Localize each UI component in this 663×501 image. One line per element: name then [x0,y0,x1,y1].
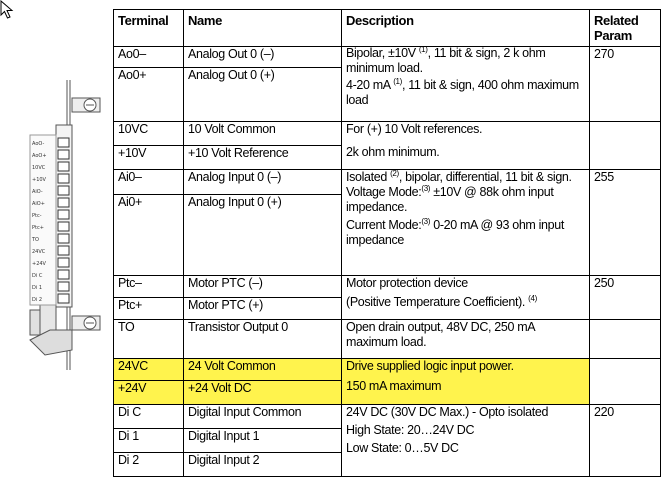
table-row: +24V +24 Volt DC [113,380,661,405]
param-cell: 220 [589,404,661,477]
description-cell: Open drain output, 48V DC, 250 mA maximu… [341,319,590,359]
terminal-cell: Di 1 [113,428,184,453]
header-description: Description [341,9,590,47]
terminal-pin-label: 24VC [32,249,46,255]
table-row: Ptc+ Motor PTC (+) [113,297,661,320]
terminal-cell: Ptc+ [113,297,184,320]
terminal-pin-label: Di C [32,273,43,279]
header-name: Name [183,9,342,47]
param-cell [589,319,661,359]
terminal-pin [57,293,70,304]
terminal-cell: Ai0– [113,169,184,195]
terminal-pin-label: TO [31,237,39,243]
terminal-pin-label: Ptc+ [32,225,44,231]
description-cell: Isolated (2), bipolar, differential, 11 … [341,169,590,276]
name-cell: Digital Input 2 [183,452,342,477]
description-cell: 24V DC (30V DC Max.) - Opto isolated Hig… [341,404,590,477]
param-cell: 255 [589,169,661,276]
terminal-pin [57,281,70,292]
terminal-pin-label: AiO+ [32,201,45,207]
description-cell: Drive supplied logic input power. 150 mA… [341,358,590,405]
name-cell: 24 Volt Common [183,358,342,381]
name-cell: 10 Volt Common [183,121,342,146]
table-row: Di C Digital Input Common 24V DC (30V DC… [113,404,661,477]
header-terminal: Terminal [113,9,184,47]
terminal-cell: Ao0+ [113,67,184,122]
name-cell: Motor PTC (–) [183,275,342,298]
terminal-cell: Ai0+ [113,194,184,276]
terminal-specification-table: Terminal Name Description Related Param … [113,9,661,477]
terminal-cell: +24V [113,380,184,405]
terminal-cell: 24VC [113,358,184,381]
terminal-cell: Ao0– [113,46,184,68]
terminal-cell: TO [113,319,184,359]
terminal-pin [57,197,70,208]
terminal-pin [57,185,70,196]
terminal-pin-label: AoO+ [32,153,47,159]
name-cell: Analog Out 0 (+) [183,67,342,122]
name-cell: +24 Volt DC [183,380,342,405]
terminal-cell: Di 2 [113,452,184,477]
name-cell: Transistor Output 0 [183,319,342,359]
name-cell: Digital Input 1 [183,428,342,453]
terminal-pin [57,233,70,244]
param-cell: 250 [589,275,661,320]
description-cell: For (+) 10 Volt references. 2k ohm minim… [341,121,590,170]
mouse-pointer-icon [0,0,14,19]
terminal-pin-label: +24V [32,261,47,267]
name-cell: Analog Input 0 (+) [183,194,342,276]
param-cell [589,121,661,170]
terminal-pin-label: Di 2 [32,297,42,303]
table-row: 10VC 10 Volt Common For (+) 10 Volt refe… [113,121,661,170]
description-cell: Bipolar, ±10V (1), 11 bit & sign, 2 k oh… [341,46,590,122]
terminal-pin [57,137,70,148]
description-cell: Motor protection device (Positive Temper… [341,275,590,320]
terminal-pin [57,257,70,268]
param-cell: 270 [589,46,661,122]
name-cell: Motor PTC (+) [183,297,342,320]
terminal-pin [57,161,70,172]
terminal-pin [57,209,70,220]
table-header-row: Terminal Name Description Related Param [113,9,661,47]
table-row: Ai0– Analog Input 0 (–) Isolated (2), bi… [113,169,661,276]
header-related-param: Related Param [589,9,661,47]
terminal-pin-label: AiO- [32,189,43,195]
name-cell: Analog Out 0 (–) [183,46,342,68]
terminal-pin-label: 10VC [32,165,46,171]
table-row: 24VC 24 Volt Common Drive supplied logic… [113,358,661,405]
table-row: TO Transistor Output 0 Open drain output… [113,319,661,359]
name-cell: +10 Volt Reference [183,145,342,170]
terminal-pin-label: +10V [32,177,47,183]
terminal-pin [57,269,70,280]
table-row: Ptc– Motor PTC (–) Motor protection devi… [113,275,661,320]
terminal-block-illustration: AoO- AoO+ 10VC +10V AiO- AiO+ Ptc- Ptc+ TO 24VC +2… [29,80,101,370]
terminal-cell: Di C [113,404,184,429]
terminal-cell: 10VC [113,121,184,146]
terminal-pin [57,221,70,232]
terminal-pin [57,173,70,184]
table-row: Di 1 Digital Input 1 [113,428,661,453]
terminal-pin [57,245,70,256]
terminal-pin-label: Ptc- [32,213,42,219]
table-row: Di 2 Digital Input 2 [113,452,661,477]
table-row: Ao0– Analog Out 0 (–) Bipolar, ±10V (1),… [113,46,661,122]
terminal-pin-label: AoO- [32,141,44,147]
name-cell: Digital Input Common [183,404,342,429]
name-cell: Analog Input 0 (–) [183,169,342,195]
param-cell [589,358,661,405]
terminal-pin-label: Di 1 [32,285,42,291]
terminal-cell: Ptc– [113,275,184,298]
terminal-cell: +10V [113,145,184,170]
terminal-pin [57,149,70,160]
